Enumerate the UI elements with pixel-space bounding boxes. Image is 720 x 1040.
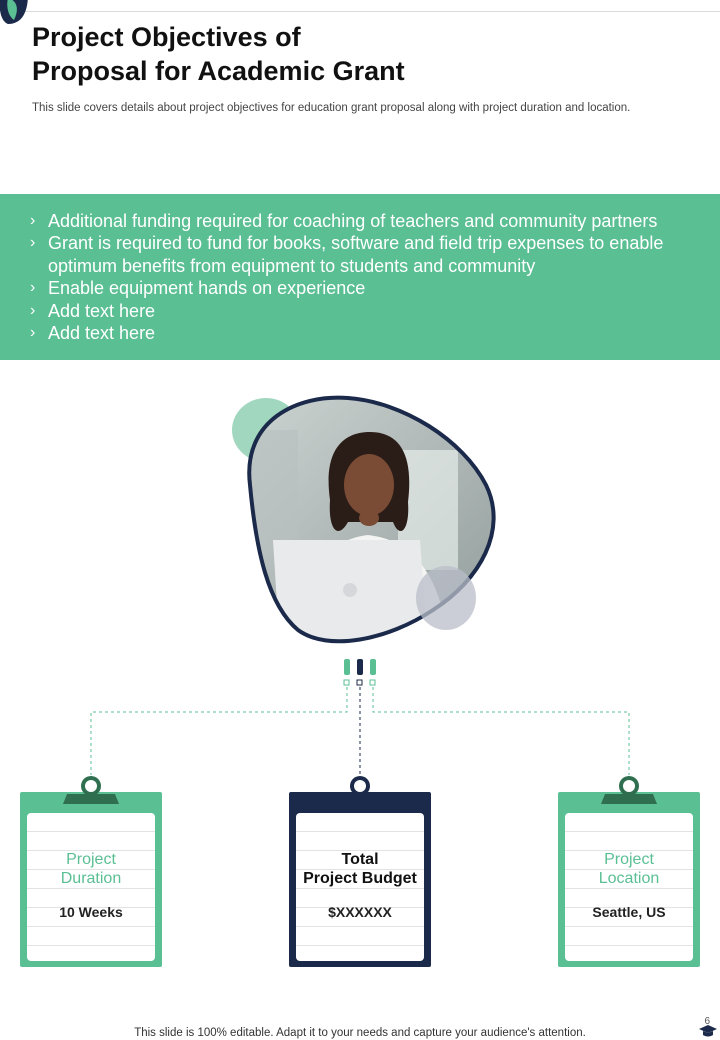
card-value: $XXXXXX [328, 904, 392, 920]
page-subtitle: This slide covers details about project … [32, 102, 631, 114]
clipboard-clip-icon [332, 776, 388, 804]
objectives-band: ›Additional funding required for coachin… [0, 194, 720, 360]
chevron-right-icon: › [30, 279, 36, 297]
objective-item: ›Grant is required to fund for books, so… [30, 233, 664, 276]
header-rule [20, 11, 720, 12]
chevron-right-icon: › [30, 324, 36, 342]
chevron-right-icon: › [30, 234, 36, 252]
clipboard-paper [565, 813, 693, 961]
graduation-cap-icon [699, 1025, 717, 1037]
objective-item: ›Enable equipment hands on experience [30, 278, 366, 299]
objective-item: ›Add text here [30, 323, 156, 344]
card-value: Seattle, US [592, 904, 666, 920]
title-line-1: Project Objectives of [32, 22, 301, 52]
page-title: Project Objectives of Proposal for Acade… [32, 20, 552, 88]
card-connectors [90, 659, 630, 775]
footer-note: This slide is 100% editable. Adapt it to… [134, 1027, 586, 1039]
clipboard-paper [296, 813, 424, 961]
brand-logo-icon [0, 0, 28, 24]
woman-with-laptop-photo [232, 395, 496, 644]
page-number: 6 [704, 1016, 710, 1027]
card-value: 10 Weeks [59, 904, 123, 920]
clipboard-clip-icon [601, 776, 657, 804]
chevron-right-icon: › [30, 212, 36, 229]
clipboard-paper [27, 813, 155, 961]
clipboard-clip-icon [63, 776, 119, 804]
objective-item: ›Additional funding required for coachin… [30, 211, 658, 231]
objectives-list: ›Additional funding required for coachin… [30, 210, 690, 344]
chevron-right-icon: › [30, 301, 36, 319]
objective-item: ›Add text here [30, 300, 156, 321]
title-line-2: Proposal for Academic Grant [32, 56, 405, 86]
